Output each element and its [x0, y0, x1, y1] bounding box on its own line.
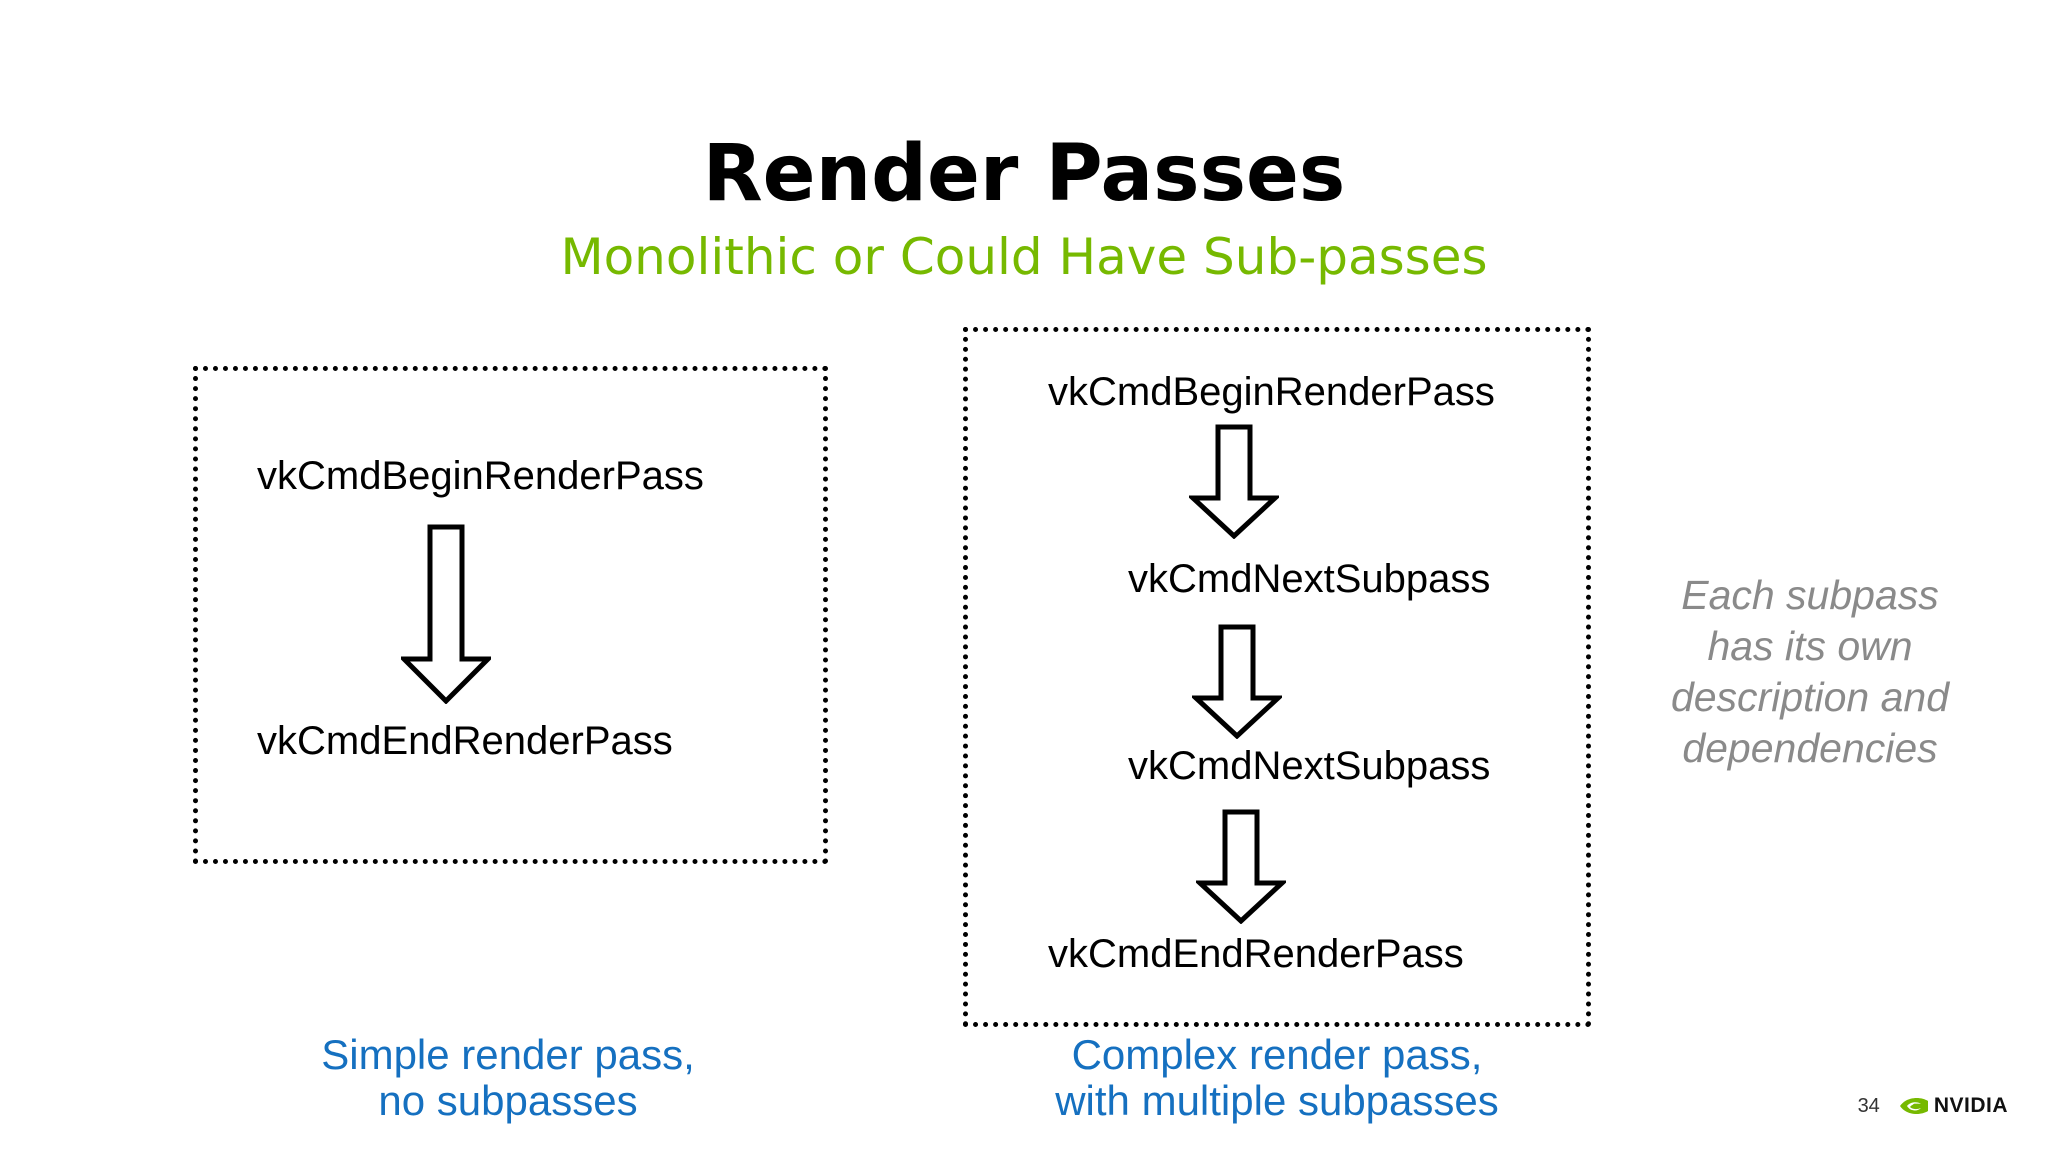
simple-caption-line1: Simple render pass, [321, 1031, 695, 1078]
subpass-side-note: Each subpass has its own description and… [1640, 570, 1980, 774]
complex-pass-box [963, 327, 1591, 1027]
slide-footer: 34 NVIDIA [1858, 1094, 2008, 1118]
complex-next-subpass-1: vkCmdNextSubpass [1128, 557, 1491, 601]
complex-caption-line1: Complex render pass, [1071, 1031, 1483, 1078]
side-note-line4: dependencies [1682, 725, 1938, 771]
simple-pass-caption: Simple render pass, no subpasses [258, 1032, 758, 1124]
slide-subtitle: Monolithic or Could Have Sub-passes [560, 228, 1488, 286]
simple-pass-box [193, 366, 828, 864]
complex-end-command: vkCmdEndRenderPass [1048, 932, 1464, 976]
complex-next-subpass-2: vkCmdNextSubpass [1128, 744, 1491, 788]
nvidia-eye-icon [1899, 1098, 1928, 1114]
nvidia-logo-text: NVIDIA [1933, 1094, 2008, 1117]
slide-title: Render Passes [702, 129, 1346, 219]
simple-caption-line2: no subpasses [378, 1077, 638, 1124]
nvidia-logo: NVIDIA [1898, 1094, 2008, 1118]
down-arrow-icon [1196, 809, 1286, 924]
down-arrow-icon [401, 524, 491, 704]
complex-begin-command: vkCmdBeginRenderPass [1048, 370, 1495, 414]
side-note-line3: description and [1670, 674, 1950, 720]
page-number: 34 [1857, 1094, 1880, 1117]
complex-caption-line2: with multiple subpasses [1055, 1077, 1499, 1124]
simple-begin-command: vkCmdBeginRenderPass [257, 454, 704, 498]
simple-end-command: vkCmdEndRenderPass [257, 719, 673, 763]
down-arrow-icon [1192, 624, 1282, 739]
down-arrow-icon [1189, 424, 1279, 539]
side-note-line2: has its own [1707, 623, 1913, 669]
complex-pass-caption: Complex render pass, with multiple subpa… [1017, 1032, 1537, 1124]
side-note-line1: Each subpass [1681, 572, 1939, 618]
